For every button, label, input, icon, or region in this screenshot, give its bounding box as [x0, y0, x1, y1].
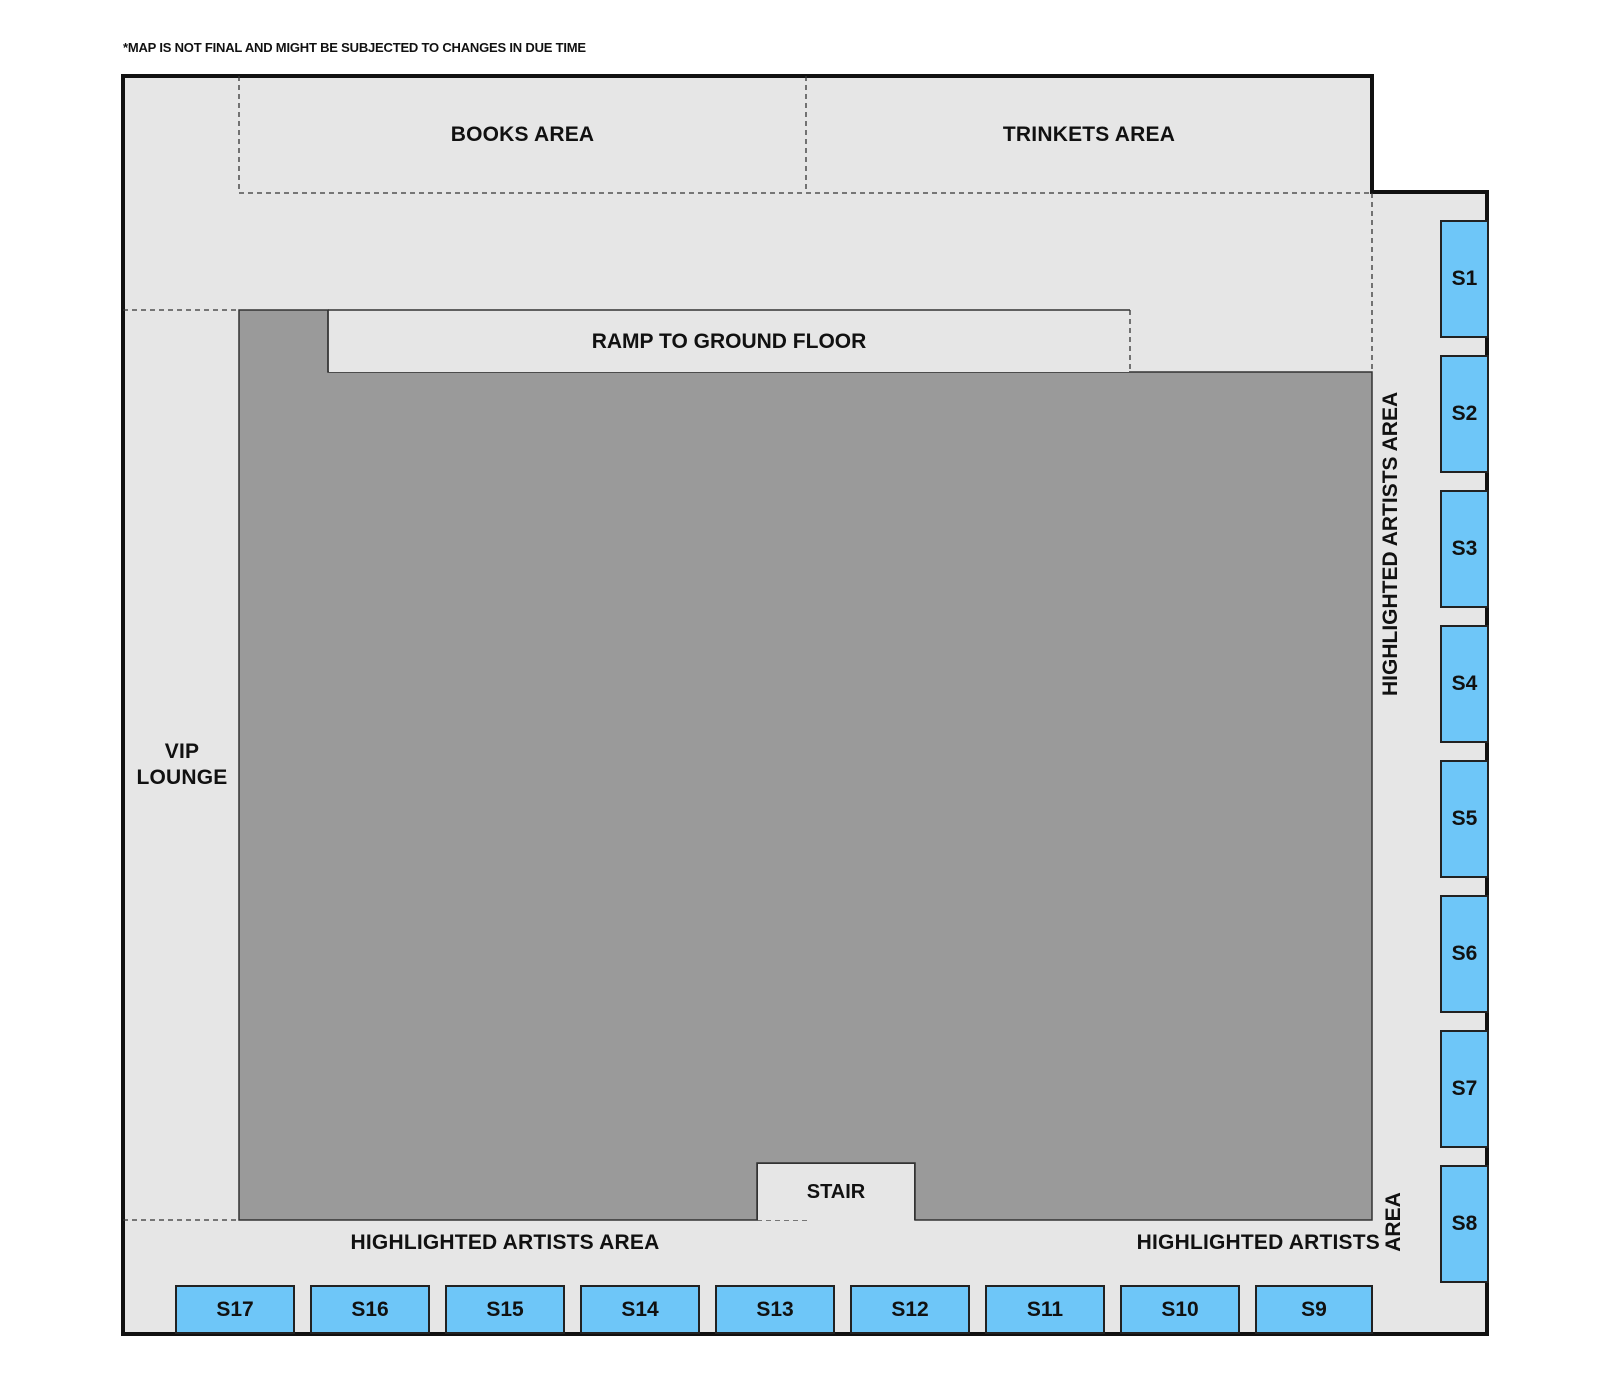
- zone-lines: [123, 76, 1373, 1221]
- right-stall-column: S1 S2 S3 S4 S5 S6 S7 S8: [1440, 220, 1489, 1284]
- stair[interactable]: STAIR: [757, 1163, 915, 1220]
- highlighted-artists-corner-area: AREA: [1382, 1192, 1405, 1252]
- stall-s16[interactable]: S16: [310, 1285, 430, 1334]
- stall-s15[interactable]: S15: [445, 1285, 565, 1334]
- stall-s14[interactable]: S14: [580, 1285, 700, 1334]
- highlighted-artists-area-right[interactable]: HIGHLIGHTED ARTISTS AREA: [1379, 391, 1402, 696]
- stall-s9[interactable]: S9: [1255, 1285, 1373, 1334]
- stall-s11[interactable]: S11: [985, 1285, 1105, 1334]
- ramp-border: [327, 309, 1130, 372]
- stall-s17[interactable]: S17: [175, 1285, 295, 1334]
- central-void: [238, 309, 1373, 1221]
- highlighted-artists-area-bottom[interactable]: HIGHLIGHTED ARTISTS AREA: [350, 1231, 660, 1254]
- map-disclaimer: *MAP IS NOT FINAL AND MIGHT BE SUBJECTED…: [123, 40, 586, 55]
- ramp-to-ground-floor[interactable]: RAMP TO GROUND FLOOR: [329, 311, 1129, 372]
- bottom-stall-row: S17 S16 S15 S14 S13 S12 S11 S10 S9: [175, 1285, 1373, 1334]
- vip-lounge[interactable]: VIP LOUNGE: [125, 310, 239, 1220]
- highlighted-artists-corner[interactable]: HIGHLIGHTED ARTISTS: [1136, 1231, 1380, 1254]
- stall-s8[interactable]: S8: [1440, 1165, 1489, 1283]
- stall-s12[interactable]: S12: [850, 1285, 970, 1334]
- stall-s4[interactable]: S4: [1440, 625, 1489, 743]
- stall-s2[interactable]: S2: [1440, 355, 1489, 473]
- stall-s3[interactable]: S3: [1440, 490, 1489, 608]
- vip-label-line1: VIP: [164, 740, 200, 763]
- stall-s13[interactable]: S13: [715, 1285, 835, 1334]
- stall-s1[interactable]: S1: [1440, 220, 1489, 338]
- stall-s5[interactable]: S5: [1440, 760, 1489, 878]
- stall-s6[interactable]: S6: [1440, 895, 1489, 1013]
- trinkets-area[interactable]: TRINKETS AREA: [1002, 122, 1176, 146]
- stall-s7[interactable]: S7: [1440, 1030, 1489, 1148]
- books-area[interactable]: BOOKS AREA: [450, 122, 595, 146]
- stall-s10[interactable]: S10: [1120, 1285, 1240, 1334]
- vip-label-line2: LOUNGE: [136, 766, 228, 789]
